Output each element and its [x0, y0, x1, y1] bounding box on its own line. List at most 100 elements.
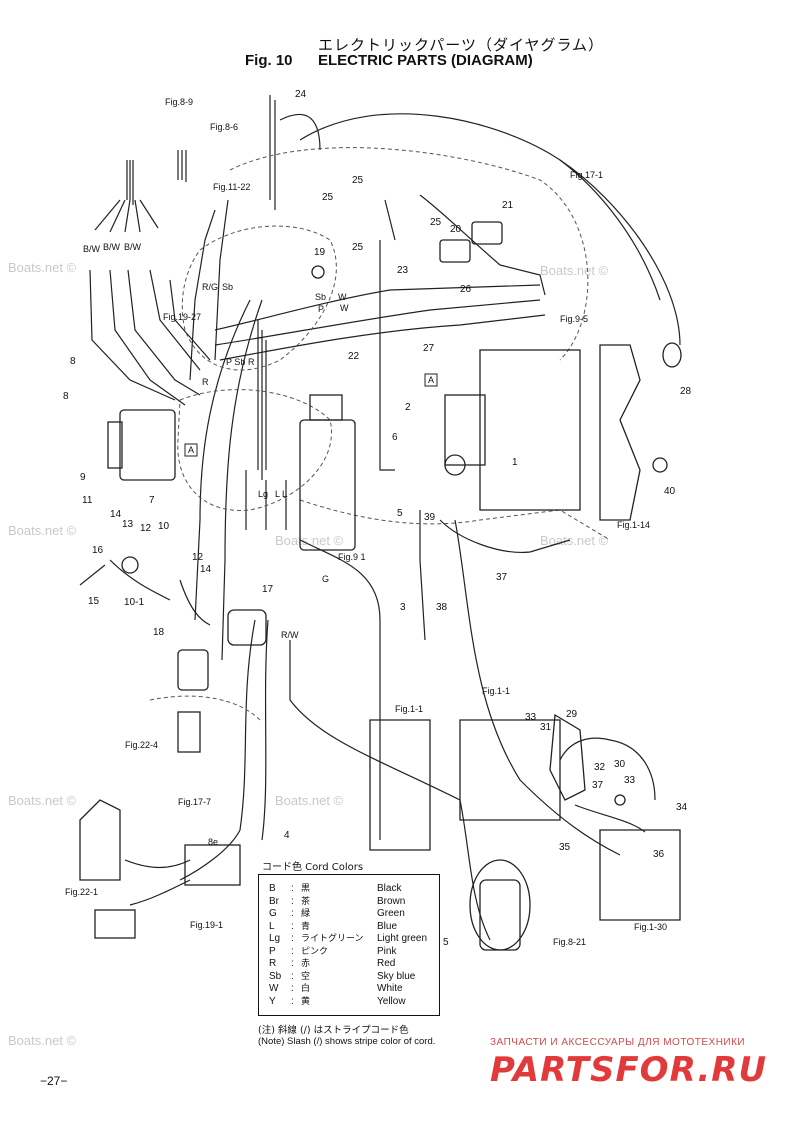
fuse-holder: [227, 609, 267, 646]
cord-en: Sky blue: [377, 970, 416, 982]
cord-en: Black: [377, 883, 402, 894]
wire-label: Sb: [222, 282, 233, 292]
bracket-1-30: [599, 829, 681, 921]
part-number: 25: [430, 217, 442, 228]
fig-ref: Fig.1-1: [482, 686, 510, 696]
part-number: 21: [502, 200, 514, 211]
starter-motor-body: [479, 879, 521, 951]
part-number: 24: [295, 89, 307, 100]
figure-number: Fig. 10: [245, 52, 293, 69]
part-callouts: 24 25 25 25 25 21 20 19 23 26 27 22 28 8…: [63, 89, 692, 948]
part-number: 29: [566, 709, 578, 720]
watermark: Boats.net ©: [275, 533, 344, 548]
part-number: 25: [322, 192, 334, 203]
connector-marker: A: [428, 375, 434, 385]
wires: [79, 95, 681, 941]
note-english: (Note) Slash (/) shows stripe color of c…: [258, 1036, 436, 1047]
note-japanese: (注) 斜線 (/) はストライプコード色: [258, 1025, 409, 1036]
cord-en: Light green: [377, 933, 428, 944]
watermark: Boats.net ©: [8, 260, 77, 275]
watermarks: Boats.net © Boats.net © Boats.net © Boat…: [8, 260, 609, 1048]
part-number: 39: [424, 512, 436, 523]
wire-label: W: [338, 292, 347, 302]
cord-jp: 緑: [301, 909, 311, 919]
cord-code: W: [269, 983, 279, 994]
cord-jp: 黒: [301, 884, 311, 894]
fig-ref: Fig.11-22: [213, 182, 250, 192]
cord-jp: 青: [301, 921, 311, 932]
fig-ref: Fig.22-4: [125, 740, 158, 750]
part-number: 22: [348, 351, 360, 362]
washer-33: [614, 794, 626, 806]
wire-label: Lg: [258, 489, 268, 499]
watermark: Boats.net ©: [8, 793, 77, 808]
fuse-19: [311, 265, 325, 279]
cord-code: P: [269, 945, 276, 957]
starter-relay: [444, 454, 466, 476]
part-number: 4: [284, 830, 290, 841]
fig-ref: Fig.17-1: [570, 170, 603, 180]
starter-motor: [469, 859, 531, 951]
wire-label: G: [322, 574, 329, 584]
battery: [94, 909, 136, 939]
part-number: 25: [352, 175, 364, 186]
wire-label: L: [275, 489, 280, 499]
engine-bracket: [444, 394, 486, 466]
part-number: 18: [153, 627, 165, 638]
component-28: [662, 342, 682, 368]
casing-1-1: [459, 719, 561, 821]
part-number: 14: [110, 509, 122, 520]
cord-en: Green: [377, 908, 405, 919]
cord-code: B: [269, 883, 276, 894]
part-number: 14: [200, 564, 212, 575]
cord-jp: 空: [301, 971, 311, 982]
watermark: Boats.net ©: [8, 523, 77, 538]
cord-jp: ピンク: [301, 946, 329, 957]
fig-ref: Fig.9-5: [560, 314, 588, 324]
wire-label: P: [318, 304, 324, 314]
cord-code: Lg: [269, 933, 281, 944]
components: [79, 221, 682, 951]
fig-ref: Fig.1-30: [634, 922, 667, 932]
part-number: 40: [664, 486, 676, 497]
cord-code: Sb: [269, 970, 282, 982]
wire-label: P Sb: [226, 357, 245, 367]
wire-label: 8e: [208, 837, 218, 847]
fig-ref: Fig.17-7: [178, 797, 211, 807]
connector-marker-box: [184, 443, 198, 457]
part-number: 17: [262, 584, 274, 595]
wire-color-labels: B/W B/W B/W R/G Sb Sb W W P P Sb R R Lg …: [83, 242, 434, 847]
cord-colors-title: コード色 Cord Colors: [262, 862, 364, 873]
part-number: 6: [392, 432, 398, 443]
cord-en: Brown: [377, 895, 406, 907]
part-number: 32: [594, 762, 606, 773]
part-number: 3: [400, 602, 406, 613]
page-number: −27−: [40, 1074, 68, 1088]
part-number: 12: [192, 552, 204, 563]
part-number: 20: [450, 224, 462, 235]
switch-10: [121, 556, 139, 574]
part-number: 5: [443, 937, 449, 948]
remote-control-box: [79, 799, 121, 881]
fig-ref: Fig.1-14: [617, 520, 650, 530]
cord-jp: 赤: [301, 959, 311, 969]
fig-ref: Fig.19-27: [163, 312, 201, 322]
part-number: 12: [140, 523, 152, 534]
part-number: 15: [88, 596, 100, 607]
main-harness-plug: [177, 649, 209, 691]
cord-jp: 茶: [301, 896, 311, 907]
watermark: Boats.net ©: [8, 1033, 77, 1048]
cdi-unit: [299, 419, 356, 551]
part-number: 38: [436, 602, 448, 613]
fig-ref: Fig.8-6: [210, 122, 238, 132]
cdi-connector: [309, 394, 343, 421]
fig-ref: Fig.1-1: [395, 704, 423, 714]
figure-references: Fig.8-9 Fig.8-6 Fig.11-22 Fig.17-1 Fig.1…: [65, 97, 667, 947]
